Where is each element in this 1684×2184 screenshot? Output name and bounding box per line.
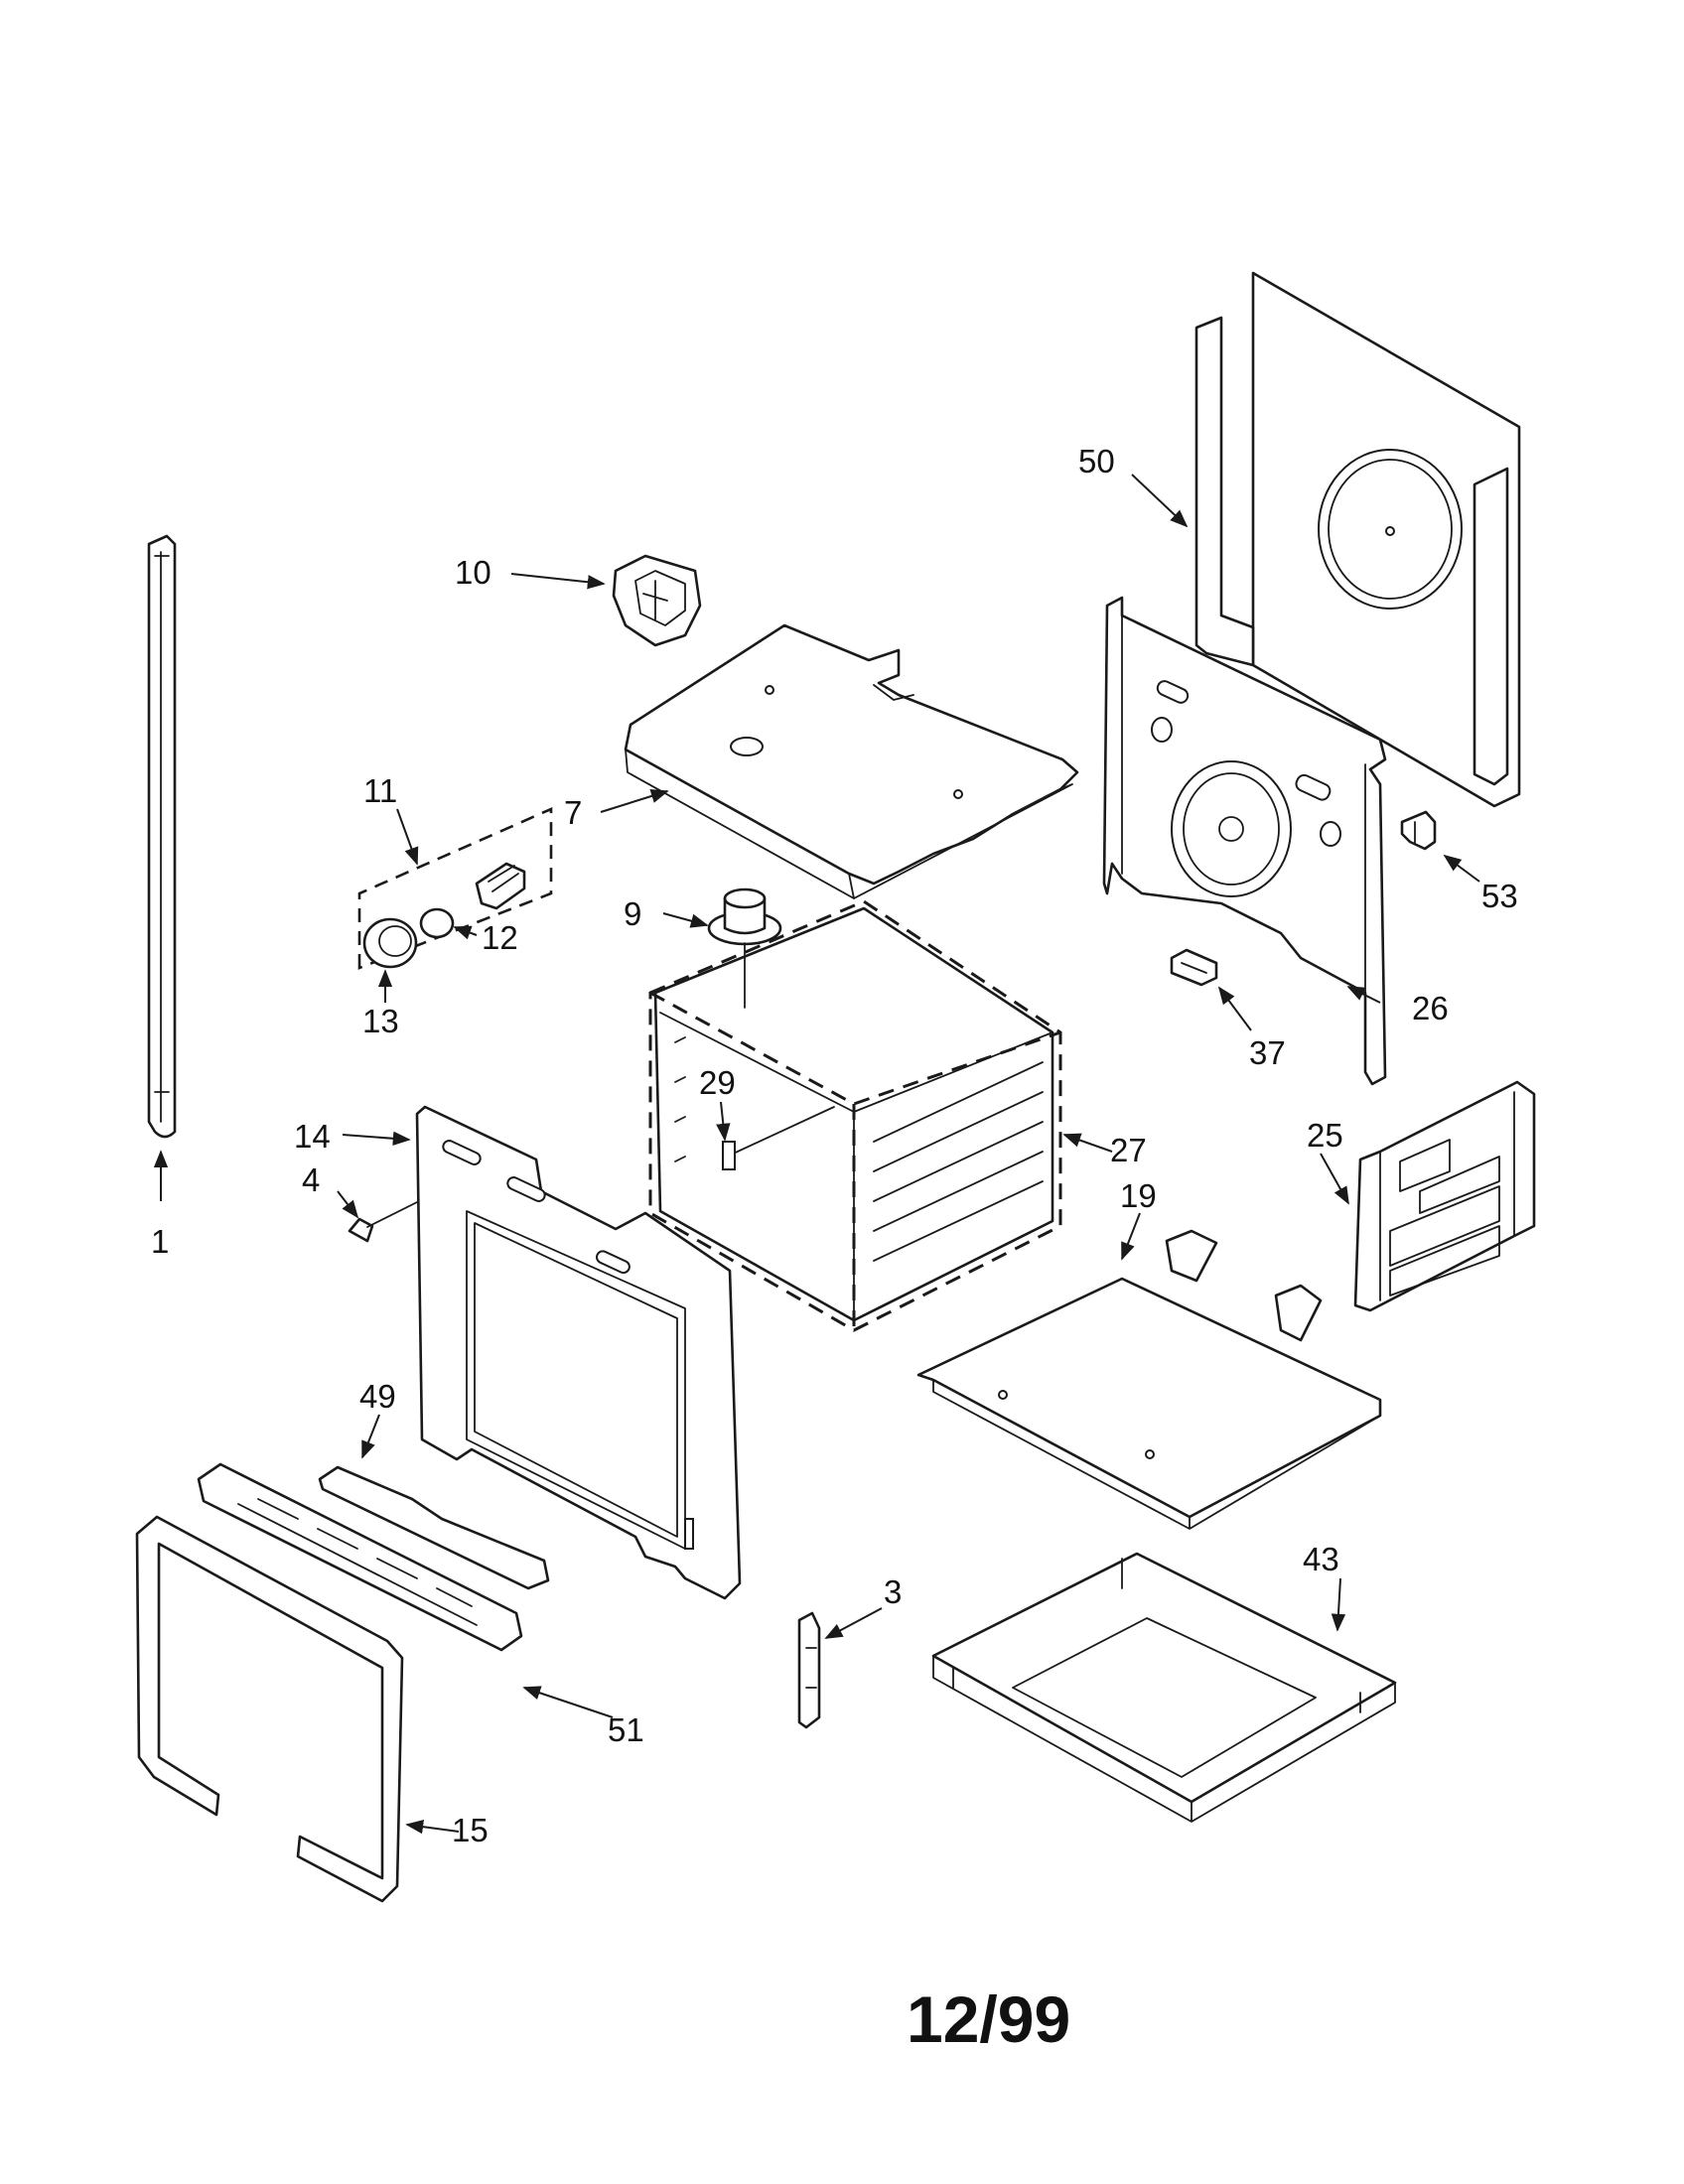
callout-1: 1 [151,1223,169,1260]
callout-9: 9 [624,895,641,932]
part-29-sensor-probe [716,1101,835,1170]
part-25-side-panel [1320,1080,1536,1312]
part-19-bottom-shield [916,1212,1382,1530]
callout-14: 14 [294,1118,331,1155]
callout-27: 27 [1110,1132,1147,1168]
callout-12: 12 [482,919,518,956]
callout-10: 10 [455,554,491,591]
revision-date: 12/99 [907,1982,1070,2056]
part-9-fan-motor [662,887,782,1009]
callout-26: 26 [1412,990,1449,1026]
callout-37: 37 [1249,1034,1286,1071]
callout-11: 11 [363,772,397,809]
part-15-door-gasket [135,1515,460,1903]
callout-50: 50 [1078,443,1115,479]
part-7-top-panel [600,623,1079,899]
part-26-rear-frame [1102,596,1387,1086]
callout-29: 29 [699,1064,736,1101]
callout-13: 13 [362,1003,399,1039]
part-51-vent-trim [197,1462,614,1718]
callout-3: 3 [884,1573,902,1610]
part-1-side-trim [147,534,177,1201]
callout-43: 43 [1303,1541,1339,1577]
part-50-rear-panel [1131,271,1521,808]
part-10-bracket [510,554,702,647]
part-14-front-frame [342,1105,742,1600]
callout-19: 19 [1120,1177,1157,1214]
part-12-bulb [419,907,478,940]
part-49-insulation-strip [318,1414,550,1590]
part-53-clip [1400,810,1480,883]
part-27-oven-cavity [648,899,1113,1332]
part-3-bracket [797,1607,883,1729]
part-37-sensor [1170,948,1252,1031]
callout-51: 51 [608,1711,644,1748]
part-43-base-pan [931,1552,1397,1823]
callout-4: 4 [302,1161,320,1198]
callout-15: 15 [452,1812,489,1848]
callout-7: 7 [564,794,582,831]
callout-53: 53 [1481,878,1518,914]
part-13-lens [362,917,418,1003]
callout-49: 49 [359,1378,396,1415]
callout-25: 25 [1307,1117,1343,1154]
part-11-lamp-assembly [357,807,553,970]
